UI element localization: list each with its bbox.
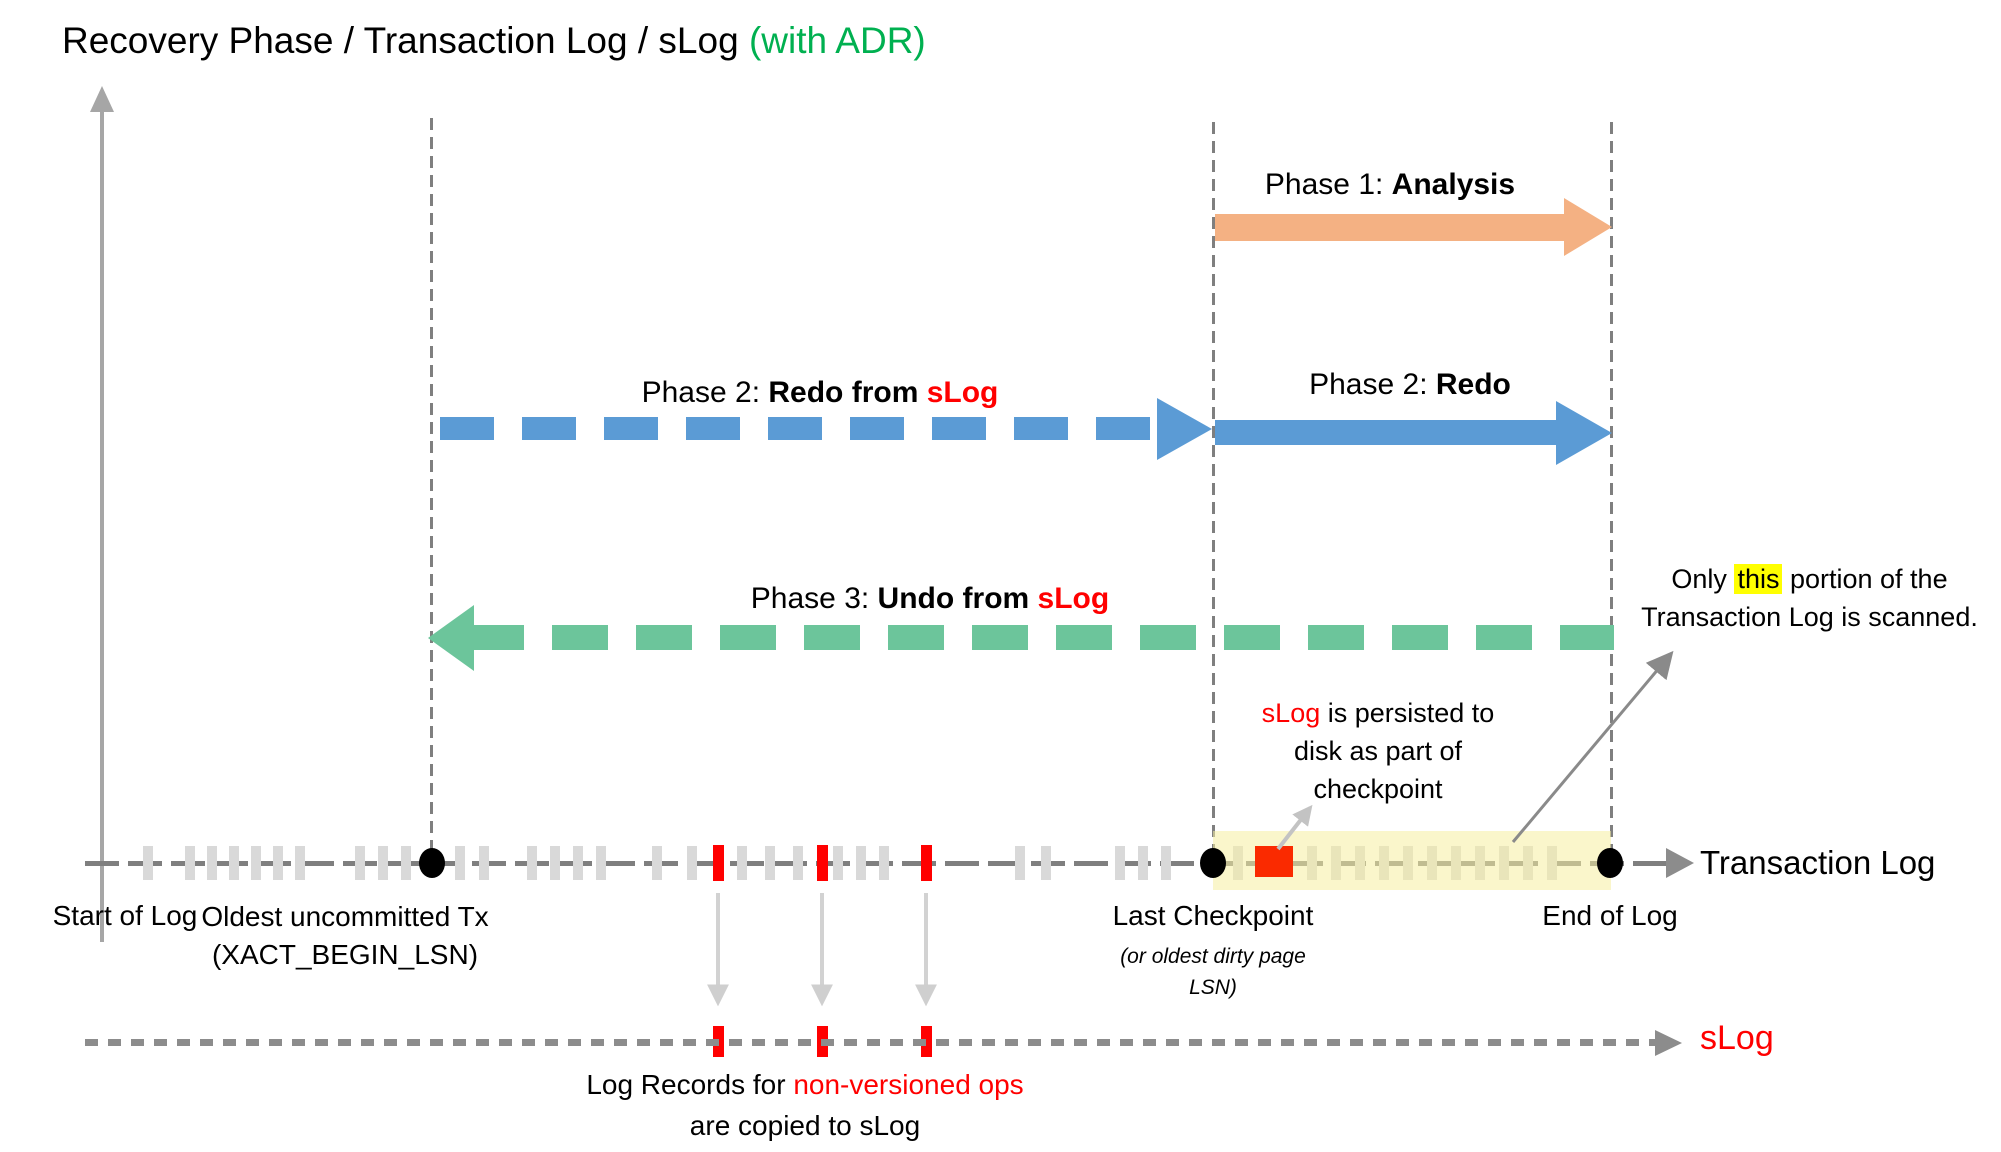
slog-arrowhead-icon bbox=[1655, 1030, 1682, 1056]
scan-note-pre: Only bbox=[1671, 564, 1735, 594]
checkpoint-sub-line2: LSN) bbox=[1189, 976, 1237, 999]
phase2-redo-from-slog-arrow bbox=[440, 417, 1158, 440]
phase2-slog-prefix: Phase 2: bbox=[641, 376, 769, 409]
slog-label: sLog bbox=[1700, 1019, 1774, 1057]
log-record-tick bbox=[856, 846, 866, 880]
phase1-prefix: Phase 1: bbox=[1264, 168, 1392, 201]
timeline-marker-dot bbox=[419, 848, 445, 878]
phase1-label: Phase 1: Analysis bbox=[1265, 168, 1515, 202]
non-versioned-op-tick bbox=[921, 845, 932, 881]
phase2-prefix: Phase 2: bbox=[1309, 368, 1436, 401]
log-record-tick bbox=[229, 846, 239, 880]
log-record-tick bbox=[596, 846, 606, 880]
persist-note-rest1: is persisted to bbox=[1320, 698, 1495, 728]
log-record-tick bbox=[652, 846, 662, 880]
y-axis-arrowhead-icon bbox=[90, 86, 114, 112]
scan-note-highlight: this bbox=[1734, 564, 1783, 594]
last-checkpoint-label: Last Checkpoint bbox=[1112, 900, 1314, 931]
end-of-log-label: End of Log bbox=[1542, 900, 1678, 931]
phase3-label: Phase 3: Undo from sLog bbox=[751, 582, 1109, 616]
persist-note-red: sLog bbox=[1261, 698, 1321, 728]
timeline-marker-dot bbox=[1200, 848, 1226, 878]
scan-note-post: portion of the bbox=[1782, 564, 1948, 594]
slog-persist-note: sLog is persisted to disk as part of che… bbox=[1228, 694, 1528, 808]
log-record-tick bbox=[527, 846, 537, 880]
transaction-log-label: Transaction Log bbox=[1700, 844, 1936, 881]
copy-note-pre: Log Records for bbox=[586, 1069, 794, 1100]
log-record-tick bbox=[879, 846, 889, 880]
log-record-tick bbox=[793, 846, 803, 880]
slog-line bbox=[85, 1039, 1655, 1046]
timeline-marker-dot bbox=[1597, 848, 1623, 878]
log-record-tick bbox=[185, 846, 195, 880]
phase3-arrowhead-icon bbox=[428, 605, 474, 671]
end-of-log-reference-line bbox=[1610, 122, 1613, 850]
log-record-tick bbox=[1041, 846, 1051, 880]
scan-portion-note: Only this portion of the Transaction Log… bbox=[1618, 560, 2001, 636]
oldest-tx-line2: (XACT_BEGIN_LSN) bbox=[211, 939, 479, 970]
log-record-tick bbox=[1115, 846, 1125, 880]
log-record-tick bbox=[1015, 846, 1025, 880]
log-record-tick bbox=[273, 846, 283, 880]
scan-note-line2: Transaction Log is scanned. bbox=[1641, 602, 1978, 632]
log-record-tick bbox=[1161, 846, 1171, 880]
non-versioned-op-tick bbox=[713, 845, 724, 881]
phase2-label: Phase 2: Redo bbox=[1309, 368, 1511, 402]
y-axis-line bbox=[100, 100, 104, 942]
persist-note-line3: checkpoint bbox=[1313, 774, 1443, 804]
phase2-slog-arrowhead-icon bbox=[1157, 398, 1212, 460]
log-record-tick bbox=[295, 846, 305, 880]
non-versioned-op-tick bbox=[817, 845, 828, 881]
persist-note-line2: disk as part of bbox=[1293, 736, 1463, 766]
copy-note-line2: are copied to sLog bbox=[689, 1110, 921, 1141]
log-record-tick bbox=[687, 846, 697, 880]
page-title: Recovery Phase / Transaction Log / sLog … bbox=[62, 20, 926, 62]
log-record-tick bbox=[1138, 846, 1148, 880]
phase3-prefix: Phase 3: bbox=[750, 582, 878, 615]
title-main: Recovery Phase / Transaction Log / sLog bbox=[62, 20, 749, 61]
log-record-tick bbox=[401, 846, 411, 880]
phase1-analysis-arrow bbox=[1215, 214, 1567, 241]
slog-persist-marker bbox=[1255, 846, 1293, 877]
phase3-red: sLog bbox=[1037, 582, 1110, 615]
log-record-tick bbox=[455, 846, 465, 880]
start-of-log-label: Start of Log bbox=[52, 900, 198, 931]
phase2-slog-red: sLog bbox=[926, 376, 999, 409]
phase2-arrowhead-icon bbox=[1556, 401, 1612, 465]
phase3-undo-arrow bbox=[468, 625, 1614, 650]
phase2-name: Redo bbox=[1435, 368, 1511, 401]
scan-pointer-arrow bbox=[1511, 650, 1674, 843]
phase3-name: Undo from bbox=[877, 582, 1038, 615]
title-adr-suffix: (with ADR) bbox=[748, 20, 926, 61]
phase2-slog-name: Redo from bbox=[768, 376, 927, 409]
oldest-tx-label: Oldest uncommitted Tx (XACT_BEGIN_LSN) bbox=[195, 898, 495, 974]
phase1-arrowhead-icon bbox=[1564, 198, 1612, 256]
log-record-tick bbox=[573, 846, 583, 880]
phase2-redo-arrow bbox=[1215, 420, 1557, 445]
checkpoint-sub-line1: (or oldest dirty page bbox=[1120, 945, 1306, 968]
oldest-tx-line1: Oldest uncommitted Tx bbox=[201, 901, 489, 932]
transaction-log-arrowhead-icon bbox=[1666, 848, 1694, 878]
log-record-tick bbox=[737, 846, 747, 880]
log-record-tick bbox=[378, 846, 388, 880]
checkpoint-reference-line bbox=[1212, 122, 1215, 850]
oldest-tx-reference-line bbox=[430, 118, 433, 850]
log-record-tick bbox=[550, 846, 560, 880]
log-record-tick bbox=[207, 846, 217, 880]
transaction-log-axis-line bbox=[85, 861, 1668, 866]
copy-to-slog-note: Log Records for non-versioned ops are co… bbox=[555, 1064, 1055, 1146]
copy-note-red: non-versioned ops bbox=[793, 1069, 1024, 1100]
copy-to-slog-arrows bbox=[707, 893, 937, 1007]
log-record-tick bbox=[833, 846, 843, 880]
log-record-tick bbox=[251, 846, 261, 880]
phase1-name: Analysis bbox=[1391, 168, 1516, 201]
log-record-tick bbox=[355, 846, 365, 880]
log-record-tick bbox=[765, 846, 775, 880]
log-record-tick bbox=[479, 846, 489, 880]
log-record-tick bbox=[143, 846, 153, 880]
phase2-slog-label: Phase 2: Redo from sLog bbox=[642, 376, 999, 410]
